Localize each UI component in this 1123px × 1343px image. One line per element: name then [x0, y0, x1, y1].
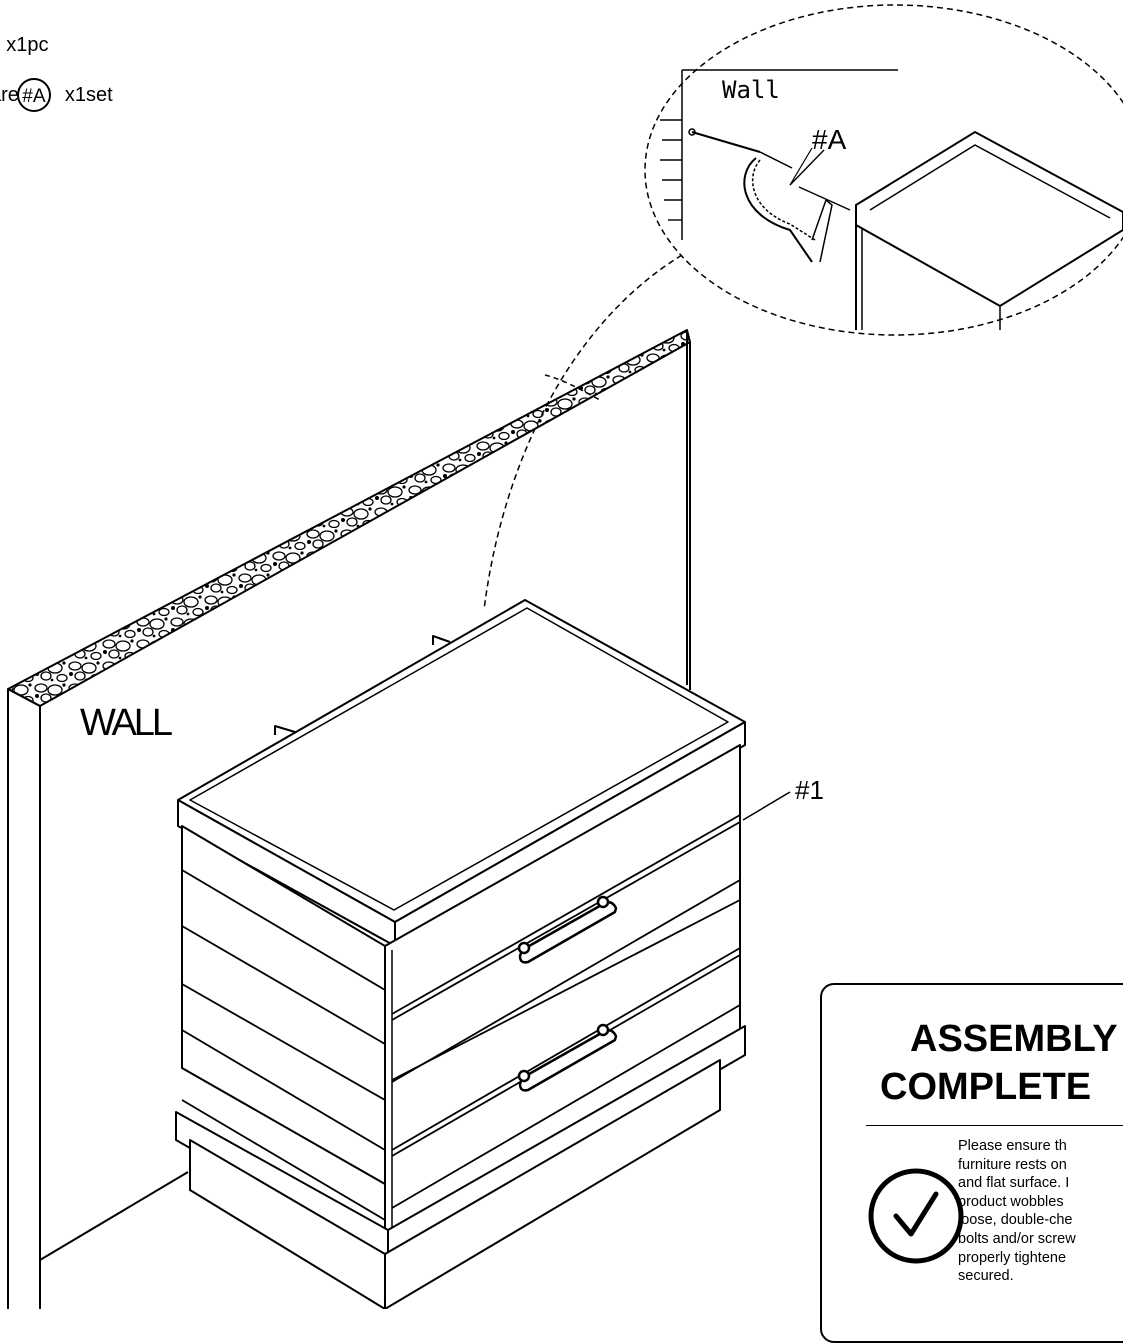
panel-text-line: loose, double-che	[958, 1212, 1073, 1229]
hardware-list-item-2: are #A x1set	[0, 78, 113, 112]
detail-bubble	[483, 4, 1123, 611]
panel-text-line: Please ensure th	[958, 1138, 1067, 1154]
checkmark-icon	[868, 1168, 964, 1264]
wall-floor-line	[39, 1171, 189, 1261]
panel-text-line: secured.	[958, 1268, 1014, 1285]
hardware-circle-label: #A	[16, 78, 51, 112]
wall	[7, 329, 691, 1309]
panel-title-line-1: ASSEMBLY	[910, 1018, 1118, 1060]
panel-divider	[866, 1125, 1123, 1126]
hardware-list-prefix: are	[0, 83, 19, 106]
dresser	[175, 599, 791, 1309]
panel-text-line: product wobbles	[958, 1193, 1064, 1210]
hardware-list-item-1: ) x1pc	[0, 34, 49, 56]
panel-instructions: Please ensure th furniture rests on and …	[958, 1137, 1123, 1286]
panel-title-line-2: COMPLETE	[880, 1066, 1092, 1108]
detail-hardware-label: #A	[812, 124, 847, 155]
hardware-quantity: x1set	[64, 83, 113, 106]
panel-text-line: and flat surface. I	[958, 1175, 1070, 1192]
part-number-label: #1	[795, 775, 824, 805]
wall-label: WALL	[80, 702, 173, 744]
assembly-illustration	[7, 4, 1123, 1309]
panel-text-line: furniture rests on	[958, 1156, 1067, 1173]
detail-wall-label: Wall	[722, 76, 780, 104]
panel-title: ASSEMBLY COMPLETE	[880, 1015, 1118, 1111]
panel-text-line: properly tightene	[958, 1249, 1067, 1266]
panel-text-line: bolts and/or screw	[958, 1230, 1076, 1247]
assembly-complete-panel: ASSEMBLY COMPLETE Please ensure th furni…	[820, 983, 1123, 1343]
